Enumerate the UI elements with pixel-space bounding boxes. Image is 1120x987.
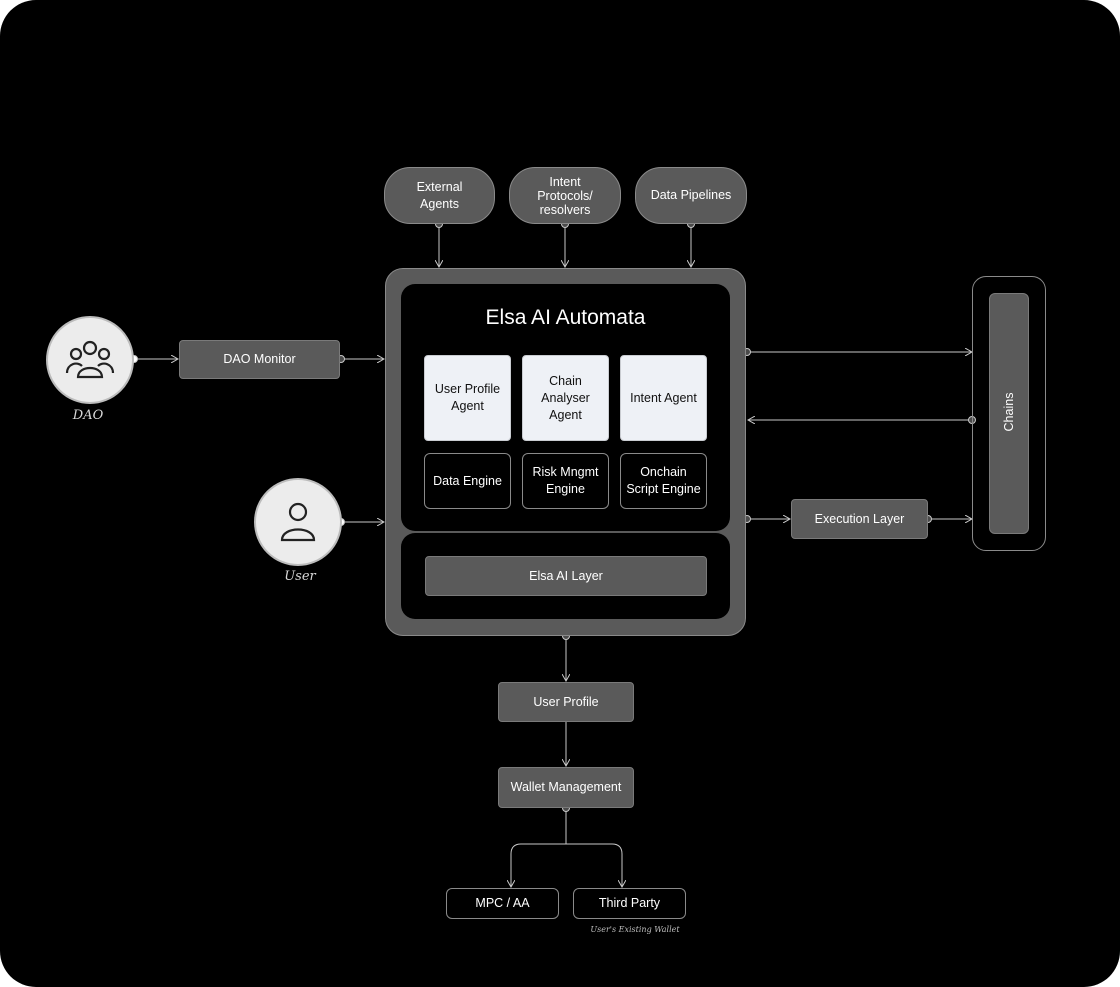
elsa-ai-layer-node[interactable]: Elsa AI Layer xyxy=(425,556,707,596)
dao-label: DAO xyxy=(72,408,104,423)
user-profile-node[interactable]: User Profile xyxy=(498,682,634,722)
risk-mngmt-engine-node[interactable]: Risk Mngmt Engine xyxy=(522,453,609,509)
chain-analyser-agent-node[interactable]: Chain Analyser Agent xyxy=(522,355,609,441)
user-avatar[interactable] xyxy=(254,478,342,566)
data-engine-node[interactable]: Data Engine xyxy=(424,453,511,509)
dao-monitor-node[interactable]: DAO Monitor xyxy=(179,340,340,379)
onchain-script-engine-node[interactable]: Onchain Script Engine xyxy=(620,453,707,509)
arrow-wallet-to-third-party xyxy=(566,843,622,887)
person-icon xyxy=(280,502,316,542)
intent-protocols-node[interactable]: Intent Protocols/ resolvers xyxy=(509,167,621,224)
arrow-wallet-to-mpc xyxy=(511,808,567,887)
chains-frame xyxy=(972,276,1046,551)
automata-title: Elsa AI Automata xyxy=(485,306,646,329)
user-profile-agent-node[interactable]: User Profile Agent xyxy=(424,355,511,441)
user-label: User xyxy=(284,569,316,584)
third-party-node[interactable]: Third Party xyxy=(573,888,686,919)
dao-avatar[interactable] xyxy=(46,316,134,404)
intent-agent-node[interactable]: Intent Agent xyxy=(620,355,707,441)
execution-layer-node[interactable]: Execution Layer xyxy=(791,499,928,539)
data-pipelines-node[interactable]: Data Pipelines xyxy=(635,167,747,224)
external-agents-node[interactable]: External Agents xyxy=(384,167,495,224)
group-icon xyxy=(65,340,115,379)
chains-node[interactable] xyxy=(989,293,1029,534)
wallet-management-node[interactable]: Wallet Management xyxy=(498,767,634,808)
third-party-note: User's Existing Wallet xyxy=(590,925,680,934)
mpc-aa-node[interactable]: MPC / AA xyxy=(446,888,559,919)
chains-label: Chains xyxy=(1002,392,1016,432)
